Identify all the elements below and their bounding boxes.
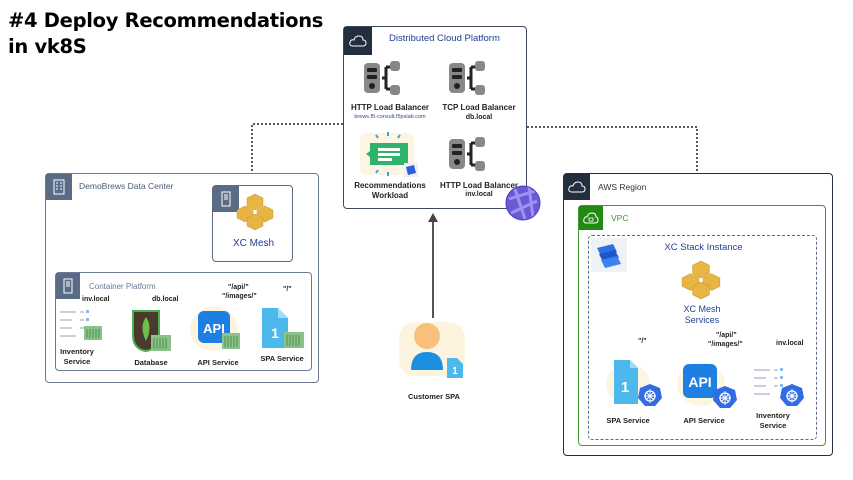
aws-region-label: AWS Region: [598, 182, 647, 192]
inventory-service-label: Inventory Service: [52, 347, 102, 367]
xc-mesh-services-line2: Services: [684, 315, 720, 325]
xc-mesh-label: XC Mesh: [232, 238, 275, 249]
mongodb-icon: [129, 307, 173, 358]
tcp-lb-host: db.local: [465, 114, 493, 121]
platform-label: Distributed Cloud Platform: [389, 33, 500, 44]
aws-api-service-label: API Service: [683, 416, 725, 425]
stack-logo-icon: [591, 238, 627, 272]
workload-label-line2: Workload: [371, 191, 409, 200]
mesh-cubes-icon: [235, 192, 275, 237]
kubernetes-icon: [638, 384, 662, 406]
route-api: "/api/": [228, 284, 249, 291]
aws-region: AWS Region: [563, 173, 833, 456]
svg-text:1: 1: [452, 366, 458, 377]
api-icon: API: [190, 305, 242, 358]
inventory-line2: Service: [63, 357, 91, 366]
workload-label-line1: Recommendations: [354, 181, 426, 190]
route-images: "/images/": [222, 293, 257, 300]
title-line-2: in vk8S: [8, 35, 87, 58]
vpc-label: VPC: [611, 213, 629, 223]
workload-label: Recommendations Workload: [346, 181, 434, 201]
api-icon: API: [675, 356, 741, 417]
sphere-logo-icon: [505, 185, 541, 226]
title-line-1: #4 Deploy Recommendations: [8, 9, 324, 32]
load-balancer-icon: [364, 61, 400, 102]
xc-mesh-services-label: XC Mesh Services: [665, 304, 739, 326]
aws-spa-service-label: SPA Service: [606, 416, 650, 425]
inventory-line1: Inventory: [60, 347, 94, 356]
dotted-link-aws: [527, 126, 698, 230]
aws-inventory-line1: Inventory: [756, 411, 790, 420]
inventory-list-icon: [752, 366, 808, 415]
spa-file-icon: 1: [604, 358, 670, 415]
kubernetes-icon: [713, 386, 737, 408]
datacenter-label: DemoBrews Data Center: [79, 181, 174, 191]
server-icon: [56, 273, 80, 299]
page-title: #4 Deploy Recommendations in vk8S: [8, 8, 323, 60]
aws-route-inv: inv.local: [776, 340, 804, 347]
cloud-icon: [564, 174, 590, 200]
spa-service-label: SPA Service: [260, 354, 304, 363]
customer-spa-label: Customer SPA: [408, 392, 460, 401]
inventory-list-icon: [58, 306, 106, 347]
database-label: Database: [134, 358, 168, 367]
http-lb-inv-host: inv.local: [465, 191, 493, 198]
distributed-cloud-platform: Distributed Cloud Platform HTTP Load Bal…: [343, 26, 527, 209]
route-spa: "/": [283, 286, 292, 293]
server-icon: [213, 186, 239, 212]
building-icon: [46, 174, 72, 200]
workload-icon: [360, 129, 420, 184]
http-lb-host: brews.f5-consult.f5pslab.com: [354, 114, 426, 120]
xc-stack-label: XC Stack Instance: [664, 242, 743, 253]
svg-text:API: API: [688, 374, 711, 390]
http-lb-inv-label: HTTP Load Balancer: [439, 181, 519, 190]
xc-mesh-services-line1: XC Mesh: [683, 304, 721, 314]
cloud-icon: [344, 27, 372, 55]
load-balancer-icon: [449, 61, 485, 102]
load-balancer-icon: [449, 137, 485, 178]
api-icon-text: API: [203, 321, 225, 336]
aws-inventory-service-label: Inventory Service: [748, 411, 798, 431]
api-service-label: API Service: [197, 358, 239, 367]
xc-stack-instance: XC Stack Instance: [588, 235, 817, 440]
svg-text:1: 1: [271, 325, 279, 341]
spa-file-icon: 1: [258, 306, 306, 357]
aws-route-spa: "/": [638, 338, 647, 345]
kubernetes-icon: [780, 384, 804, 406]
mesh-cubes-icon: [680, 258, 722, 307]
container-platform: Container Platform: [55, 272, 312, 371]
svg-text:1: 1: [621, 379, 629, 396]
route-inv: inv.local: [82, 296, 110, 303]
aws-route-api: "/api/": [716, 332, 737, 339]
vpc-lock-cloud-icon: [579, 206, 603, 230]
tcp-lb-label: TCP Load Balancer: [442, 103, 516, 112]
aws-route-images: "/images/": [708, 341, 743, 348]
container-platform-label: Container Platform: [89, 282, 156, 291]
arrow-head-customer: [428, 213, 438, 222]
customer-user-icon: 1: [397, 318, 469, 387]
vpc: VPC: [578, 205, 826, 446]
route-db: db.local: [152, 296, 179, 303]
dotted-link-dc: [251, 123, 343, 182]
http-lb-label: HTTP Load Balancer: [350, 103, 430, 112]
aws-inventory-line2: Service: [759, 421, 787, 430]
xc-mesh-node: XC Mesh: [212, 185, 293, 262]
